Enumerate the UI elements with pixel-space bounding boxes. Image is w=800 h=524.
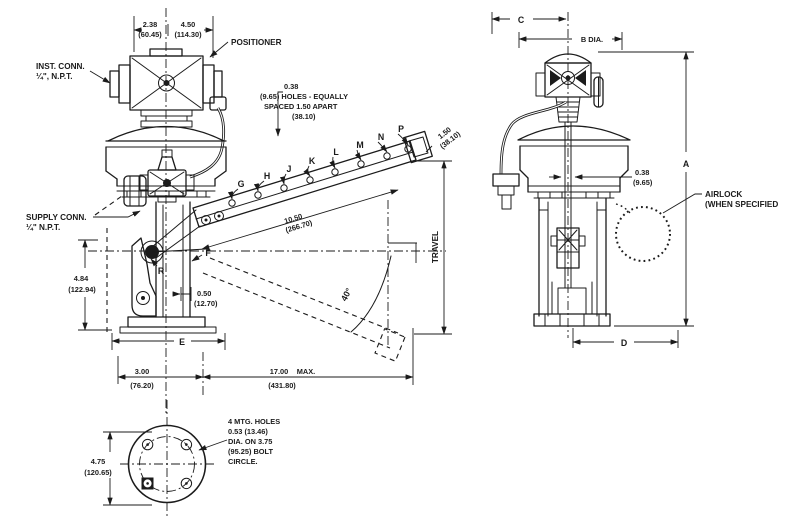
side-regulator — [492, 173, 520, 210]
dim-d-label: D — [621, 338, 627, 348]
mtg-note-line1: 4 MTG. HOLES — [228, 417, 280, 426]
holes-note-line3: SPACED 1.50 APART — [264, 102, 338, 111]
point-r-leader — [150, 258, 158, 267]
dim-top-right-mm: (114.30) — [174, 30, 202, 39]
inst-conn-line2: ¼", N.P.T. — [36, 72, 73, 81]
airlock-circle — [615, 206, 671, 262]
holes-note-line1: 0.38 — [284, 82, 298, 91]
hole-letter-l: L — [333, 147, 339, 157]
mtg-note-line4: (95.25) BOLT — [228, 447, 274, 456]
arm-down-position — [202, 257, 406, 362]
holes-note: 0.38 (9.65) HOLES - EQUALLY SPACED 1.50 … — [260, 82, 348, 137]
dim-a-label: A — [683, 159, 690, 169]
dim-bottom-left-mm: (76.20) — [130, 381, 154, 390]
point-f-label: F — [205, 248, 211, 258]
supply-conn-leader — [93, 210, 141, 218]
dim-e-label: E — [179, 337, 185, 347]
lever-arm — [192, 130, 433, 228]
angle-label: 40° — [339, 286, 354, 303]
hole-letter-h: H — [264, 171, 270, 181]
dim-flange-mm: (120.65) — [84, 468, 112, 477]
dim-height-in: 4.84 — [74, 274, 89, 283]
hole-spacing-dim: 1.50 (38.10) — [436, 125, 462, 151]
positioner-front — [109, 48, 227, 128]
travel-label-group: TRAVEL — [431, 231, 440, 263]
side-view: C B DIA. A — [491, 12, 778, 348]
bottom-view: 4.75 (120.65) 4 MTG. HOLES 0.53 (13.46) … — [84, 400, 280, 516]
dim-flange-in: 4.75 — [91, 457, 105, 466]
dim-stem-width-in: 0.38 — [635, 168, 649, 177]
travel-label: TRAVEL — [431, 231, 440, 263]
point-f-leader — [191, 254, 203, 262]
mtg-note-line3: DIA. ON 3.75 — [228, 437, 272, 446]
supply-regulator — [139, 149, 195, 203]
dim-height-mm: (122.94) — [68, 285, 96, 294]
supply-conn-line2: ¼" N.P.T. — [26, 223, 60, 232]
diaphragm-housing-front — [105, 125, 227, 207]
airlock-line2: (WHEN SPECIFIED — [705, 200, 778, 209]
dim-top-right-in: 4.50 — [181, 20, 195, 29]
yoke-side — [533, 197, 611, 327]
inst-conn-leader — [89, 70, 111, 84]
airlock-line1: AIRLOCK — [705, 190, 742, 199]
hole-letter-g: G — [238, 179, 245, 189]
dim-top-left-mm: (60.45) — [138, 30, 162, 39]
mounting-flange-circle — [127, 424, 207, 504]
tubing-front — [189, 107, 226, 179]
dim-stem-offset-in: 0.50 — [197, 289, 211, 298]
front-view: 2.38 (60.45) 4.50 (114.30) POSITIONER IN… — [26, 8, 462, 414]
positioner-leader — [209, 41, 229, 58]
hole-letter-m: M — [356, 140, 363, 150]
dim-stem-width-mm: (9.65) — [633, 178, 653, 187]
dim-stem-offset-mm: (12.70) — [194, 299, 218, 308]
dim-b-label: B DIA. — [581, 35, 603, 44]
bolt-circle — [139, 436, 195, 492]
inst-conn-line1: INST. CONN. — [36, 62, 85, 71]
arm-length-dim: 10.50 (266.70) — [283, 212, 314, 235]
angle-label-group: 40° — [339, 286, 354, 303]
dim-bottom-left-in: 3.00 — [135, 367, 149, 376]
hole-letter-n: N — [378, 132, 384, 142]
mtg-note-line2: 0.53 (13.46) — [228, 427, 268, 436]
mtg-holes-note: 4 MTG. HOLES 0.53 (13.46) DIA. ON 3.75 (… — [198, 417, 280, 466]
holes-note-line4: (38.10) — [292, 112, 316, 121]
lever-bracket — [131, 209, 207, 317]
dim-bottom-right-mm: (431.80) — [268, 381, 296, 390]
travel-arc — [350, 255, 392, 333]
dim-bottom-right-qual: MAX. — [297, 367, 315, 376]
hole-letter-k: K — [309, 156, 316, 166]
holes-note-line2: (9.65) HOLES - EQUALLY — [260, 92, 348, 101]
hole-letter-j: J — [287, 164, 292, 174]
airlock-leader — [662, 193, 702, 214]
dim-top-left-in: 2.38 — [143, 20, 157, 29]
positioner-label: POSITIONER — [231, 38, 282, 47]
point-r-label: R — [158, 266, 165, 276]
positioner-side — [535, 53, 604, 123]
dim-bottom-right-in: 17.00 — [270, 367, 289, 376]
mtg-note-line5: CIRCLE. — [228, 457, 258, 466]
supply-conn-line1: SUPPLY CONN. — [26, 213, 87, 222]
diaphragm-housing-side — [517, 125, 631, 199]
hole-letter-p: P — [398, 124, 404, 134]
dim-c-label: C — [518, 15, 525, 25]
